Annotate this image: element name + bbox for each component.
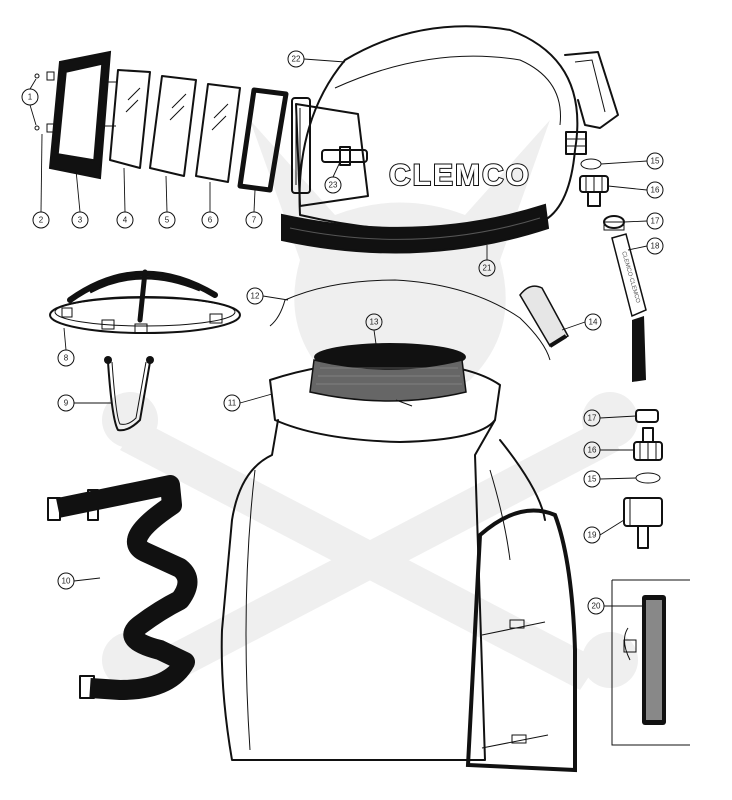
svg-text:3: 3: [78, 216, 83, 225]
svg-text:12: 12: [251, 292, 260, 301]
callout-1: 1: [21, 78, 39, 126]
clear-lens-4: [109, 69, 151, 169]
callout-7: 7: [245, 189, 263, 229]
callout-4: 4: [116, 167, 134, 229]
svg-text:17: 17: [588, 414, 597, 423]
svg-text:19: 19: [588, 531, 597, 540]
callout-2: 2: [32, 133, 50, 229]
callout-20: 20: [587, 597, 642, 615]
svg-text:16: 16: [651, 186, 660, 195]
svg-text:15: 15: [588, 475, 597, 484]
screw-parts: [34, 71, 55, 133]
waist-belt: [47, 475, 198, 700]
valve-19: [623, 497, 663, 549]
callout-5: 5: [158, 175, 176, 229]
collar-13: [309, 343, 467, 407]
filter-cartridge: [519, 285, 570, 348]
o-ring-15b: [635, 472, 661, 484]
callout-12: 12: [246, 287, 289, 305]
callout-9: 9: [57, 394, 112, 412]
callout-17: 17: [623, 212, 664, 230]
callout-11: 11: [223, 393, 273, 412]
callout-8: 8: [57, 327, 75, 367]
svg-text:23: 23: [329, 181, 338, 190]
callout-21: 21: [478, 245, 496, 277]
svg-text:17: 17: [651, 217, 660, 226]
svg-text:9: 9: [64, 399, 69, 408]
svg-text:16: 16: [588, 446, 597, 455]
hose-clamp-17b: [635, 409, 659, 423]
callout-18: 18: [627, 237, 664, 255]
chin-strap: [104, 356, 154, 432]
svg-text:2: 2: [39, 216, 44, 225]
svg-text:8: 8: [64, 354, 69, 363]
callout-3: 3: [71, 169, 89, 229]
o-ring-15: [580, 158, 602, 170]
headband-suspension: [49, 269, 241, 334]
cape-band: [281, 203, 550, 254]
svg-text:14: 14: [589, 318, 598, 327]
coupling-16b: [633, 427, 663, 461]
breathing-hose-18: CLEMCO·CLEMCO: [611, 233, 647, 382]
callout-15b: 15: [583, 470, 637, 488]
callout-19: 19: [583, 519, 625, 544]
svg-text:10: 10: [62, 577, 71, 586]
inner-collar-12: [269, 279, 551, 361]
clear-lens-6: [195, 83, 241, 183]
svg-text:15: 15: [651, 157, 660, 166]
svg-text:5: 5: [165, 216, 170, 225]
callouts: 1 2 3 4 5 6 7 8 9 10 11 12 13 14 15 16 1…: [21, 50, 664, 615]
svg-text:18: 18: [651, 242, 660, 251]
svg-text:13: 13: [370, 318, 379, 327]
callout-14: 14: [561, 313, 602, 331]
callout-16b: 16: [583, 441, 634, 459]
pressure-regulator-20: [611, 579, 690, 746]
helmet-shell: CLEMCO: [281, 25, 619, 254]
callout-23: 23: [324, 161, 342, 194]
svg-text:4: 4: [123, 216, 128, 225]
callout-16: 16: [607, 181, 664, 199]
svg-text:11: 11: [228, 399, 237, 408]
svg-text:7: 7: [252, 216, 257, 225]
hose-clamp-17: [603, 215, 625, 231]
callout-6: 6: [201, 182, 219, 229]
svg-text:6: 6: [208, 216, 213, 225]
callout-10: 10: [57, 572, 101, 590]
lens-frame: [48, 50, 116, 180]
callout-13: 13: [365, 313, 383, 345]
svg-text:1: 1: [28, 93, 33, 102]
clemco-logo: CLEMCO: [389, 159, 531, 192]
svg-text:20: 20: [592, 602, 601, 611]
callout-17b: 17: [583, 409, 637, 427]
callout-22: 22: [287, 50, 346, 68]
clear-lens-5: [149, 75, 197, 177]
svg-text:21: 21: [483, 264, 492, 273]
callout-15: 15: [600, 152, 664, 170]
svg-text:22: 22: [292, 55, 301, 64]
lens-gasket-7: [237, 87, 289, 193]
coupling-nut-16: [579, 175, 609, 207]
